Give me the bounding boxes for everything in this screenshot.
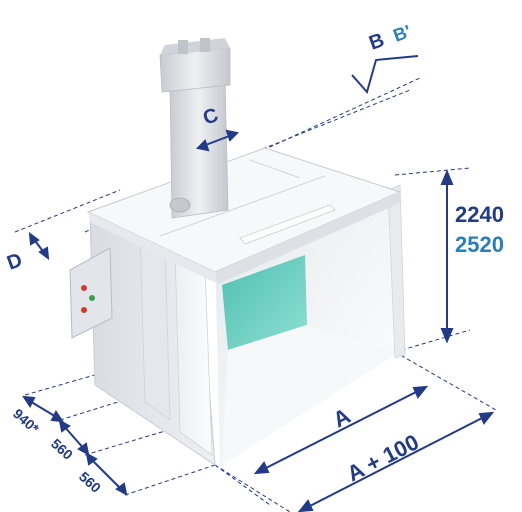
- roof-front-edge: [215, 192, 402, 284]
- width-a-plus-label: A + 100: [343, 429, 423, 486]
- duct-cap-rib: [200, 38, 210, 52]
- depth-b-mark: [351, 55, 419, 95]
- side-560-arrow: [62, 424, 86, 451]
- side-560-arrow: [89, 457, 123, 491]
- roof-light-slot: [239, 204, 336, 245]
- side-940-arrow: [27, 399, 59, 419]
- roof-seam: [159, 175, 326, 237]
- side-940-label: 940*: [10, 405, 43, 437]
- dimension-arrows: [21, 55, 495, 512]
- front-pillar: [174, 249, 213, 456]
- spray-booth: [86, 147, 406, 466]
- width-a-arrow: [261, 389, 421, 471]
- filter-panel: [222, 255, 307, 350]
- duct-cap: [160, 38, 230, 55]
- depth-b-label: B: [366, 29, 387, 55]
- roof-left-edge: [88, 212, 218, 284]
- front-pillar: [139, 234, 171, 421]
- duct-cap-rib: [178, 40, 188, 54]
- height-2240-label: 2240: [455, 202, 504, 227]
- control-panel: [69, 247, 113, 339]
- duct-c-label: C: [200, 104, 221, 130]
- roof-seam: [249, 159, 301, 179]
- duct-top: [159, 47, 231, 93]
- side-560-label-2: 560: [76, 468, 104, 496]
- duct-c-arrow: [202, 134, 233, 147]
- indicator-light: [81, 285, 87, 291]
- width-a-plus-arrow: [305, 415, 487, 509]
- indicator-light: [89, 295, 95, 301]
- height-2520-label: 2520: [455, 232, 504, 257]
- width-a-label: A: [329, 403, 355, 433]
- rear-pillar: [387, 184, 406, 359]
- control-cabinet: [69, 247, 113, 339]
- indicator-light: [81, 307, 87, 313]
- side-560-label-1: 560: [48, 435, 76, 463]
- depth-b-prime-label: B': [391, 21, 414, 46]
- offset-d-label: D: [4, 249, 25, 275]
- booth-floor: [222, 325, 400, 465]
- duct-damper: [169, 197, 191, 213]
